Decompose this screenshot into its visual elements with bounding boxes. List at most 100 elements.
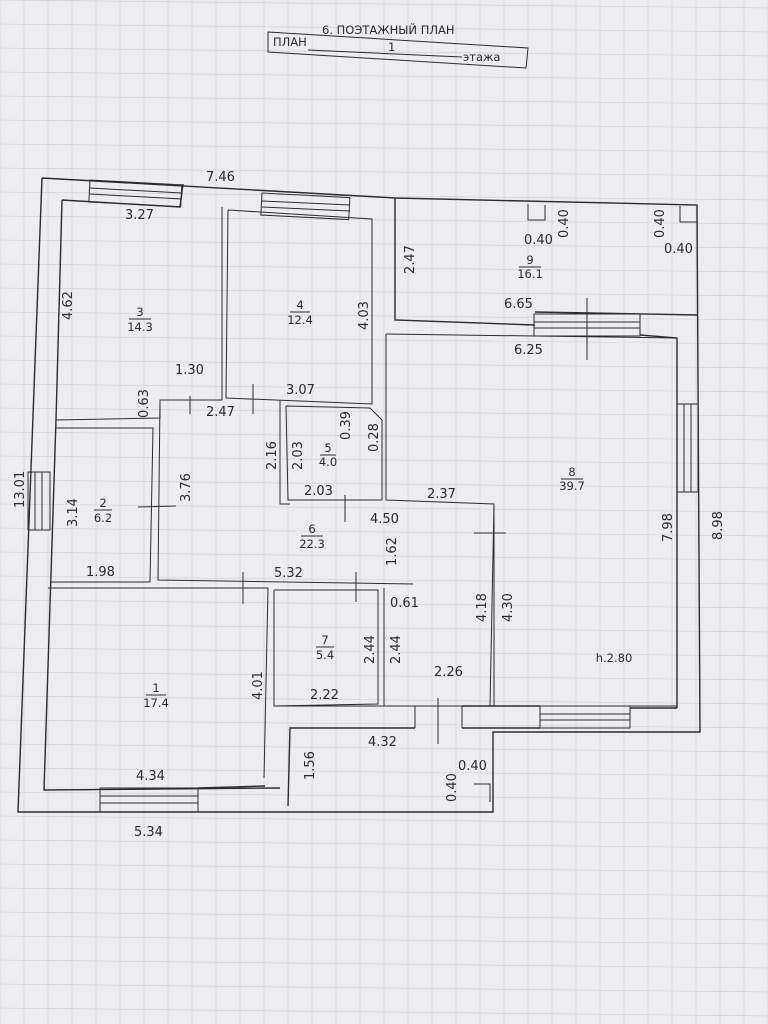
grid-line xyxy=(0,47,768,57)
grid-line xyxy=(0,71,768,81)
dim-r9-depth: 2.47 xyxy=(403,245,418,274)
grid-line xyxy=(0,407,768,417)
grid-line xyxy=(0,575,768,585)
grid-line xyxy=(0,335,768,345)
dim-r9-width: 6.65 xyxy=(504,297,533,312)
room-number-5: 5 xyxy=(324,441,331,455)
dim-r3-side: 0.63 xyxy=(137,389,152,418)
dim-r2-width: 1.98 xyxy=(86,565,115,580)
dim-r5-width: 2.03 xyxy=(304,484,333,499)
dim-bottom-overall: 5.34 xyxy=(134,825,163,840)
grid-line xyxy=(0,0,768,9)
plan-title: 6. ПОЭТАЖНЫЙ ПЛАН xyxy=(322,22,455,37)
grid-line xyxy=(0,551,768,561)
dim-r6-depth: 3.76 xyxy=(179,473,194,502)
vertical-dimension-labels: 13.01 8.98 4.62 0.63 4.03 2.47 0.40 0.40… xyxy=(13,209,726,802)
grid-line xyxy=(0,263,768,273)
interior-walls xyxy=(48,204,697,802)
grid-line xyxy=(0,167,768,177)
grid-line xyxy=(0,983,768,993)
dim-r4-width: 3.07 xyxy=(286,383,315,398)
dim-r1-depth: 4.01 xyxy=(251,671,266,700)
title-block: 6. ПОЭТАЖНЫЙ ПЛАН ПЛАН 1 этажа xyxy=(267,22,529,69)
dim-r8-lower-depth: 4.30 xyxy=(501,593,516,622)
room-number-7: 7 xyxy=(321,633,328,647)
room-labels: 1 17.4 2 6.2 3 14.3 4 12.4 5 4.0 6 22.3 … xyxy=(94,253,632,710)
dim-porch-column-a: 0.40 xyxy=(458,759,487,774)
grid-line xyxy=(0,767,768,777)
dim-r6-small: 0.61 xyxy=(390,596,419,611)
dim-r3-width: 3.27 xyxy=(125,208,154,223)
room-area-4: 12.4 xyxy=(287,313,313,327)
grid-line xyxy=(0,527,768,537)
dim-r6-right-depth: 4.18 xyxy=(475,593,490,622)
dim-porch-column-b: 0.40 xyxy=(445,773,460,802)
grid-line xyxy=(0,431,768,441)
ceiling-height: h.2.80 xyxy=(596,651,633,665)
grid-line xyxy=(0,143,768,153)
dim-hall-width: 2.26 xyxy=(434,665,463,680)
room-area-1: 17.4 xyxy=(143,696,169,710)
dim-r7-depth-b: 2.44 xyxy=(389,635,404,664)
grid-line xyxy=(0,479,768,489)
room-area-9: 16.1 xyxy=(517,267,543,281)
dim-r9-column-d: 0.40 xyxy=(653,209,668,238)
dim-r4-depth: 4.03 xyxy=(357,301,372,330)
grid-line xyxy=(0,935,768,945)
grid-line xyxy=(0,287,768,297)
dim-r7-width: 2.22 xyxy=(310,688,339,703)
grid-line xyxy=(0,95,768,105)
grid-line xyxy=(0,383,768,393)
dim-r8-inner: 2.37 xyxy=(427,487,456,502)
dim-r3-depth: 4.62 xyxy=(61,291,76,320)
grid-line xyxy=(0,191,768,201)
dim-r7-depth-a: 2.44 xyxy=(363,635,378,664)
grid-line xyxy=(0,503,768,513)
grid-line xyxy=(0,455,768,465)
dim-right-overall: 8.98 xyxy=(711,511,726,540)
room-area-8: 39.7 xyxy=(559,479,585,493)
dim-r9-column-a: 0.40 xyxy=(524,233,553,248)
room-number-3: 3 xyxy=(136,305,143,319)
dim-r9-column-b: 0.40 xyxy=(557,209,572,238)
dim-r5-depth: 2.03 xyxy=(291,441,306,470)
grid-line xyxy=(0,743,768,753)
grid-line xyxy=(0,239,768,249)
grid-line xyxy=(0,1007,768,1017)
grid-line xyxy=(0,359,768,369)
room-number-6: 6 xyxy=(308,522,315,536)
grid-line xyxy=(0,23,768,33)
plan-label: ПЛАН xyxy=(273,35,307,49)
dim-r6-width: 4.50 xyxy=(370,512,399,527)
grid-line xyxy=(0,719,768,729)
dim-r2-depth: 3.14 xyxy=(66,498,81,527)
dim-r6-step: 1.62 xyxy=(385,537,400,566)
grid-line xyxy=(0,815,768,825)
grid-line xyxy=(0,887,768,897)
floor-number: 1 xyxy=(388,40,395,54)
grid-line xyxy=(0,959,768,969)
dim-porch-depth: 1.56 xyxy=(303,751,318,780)
room-number-2: 2 xyxy=(99,496,106,510)
dim-r5-offset-b: 0.28 xyxy=(367,423,382,452)
floor-word: этажа xyxy=(463,50,500,64)
dim-r6-side: 2.16 xyxy=(265,441,280,470)
room-number-1: 1 xyxy=(152,681,159,695)
dim-r1-width: 4.34 xyxy=(136,769,165,784)
dim-top-overall: 7.46 xyxy=(206,170,235,185)
dim-r3-pier: 1.30 xyxy=(175,363,204,378)
dim-corridor-width: 2.47 xyxy=(206,405,235,420)
grid-line xyxy=(0,791,768,801)
room-area-6: 22.3 xyxy=(299,537,325,551)
dim-r9-column-c: 0.40 xyxy=(664,242,693,257)
dim-r8-depth: 7.98 xyxy=(661,513,676,542)
dimension-labels: 7.46 3.27 1.30 3.07 2.47 0.40 0.40 6.65 … xyxy=(86,170,693,840)
dim-r8-top: 6.25 xyxy=(514,343,543,358)
dim-left-overall: 13.01 xyxy=(13,471,28,508)
dim-porch-width: 4.32 xyxy=(368,735,397,750)
dim-r6-length: 5.32 xyxy=(274,566,303,581)
door-marks xyxy=(137,298,588,744)
